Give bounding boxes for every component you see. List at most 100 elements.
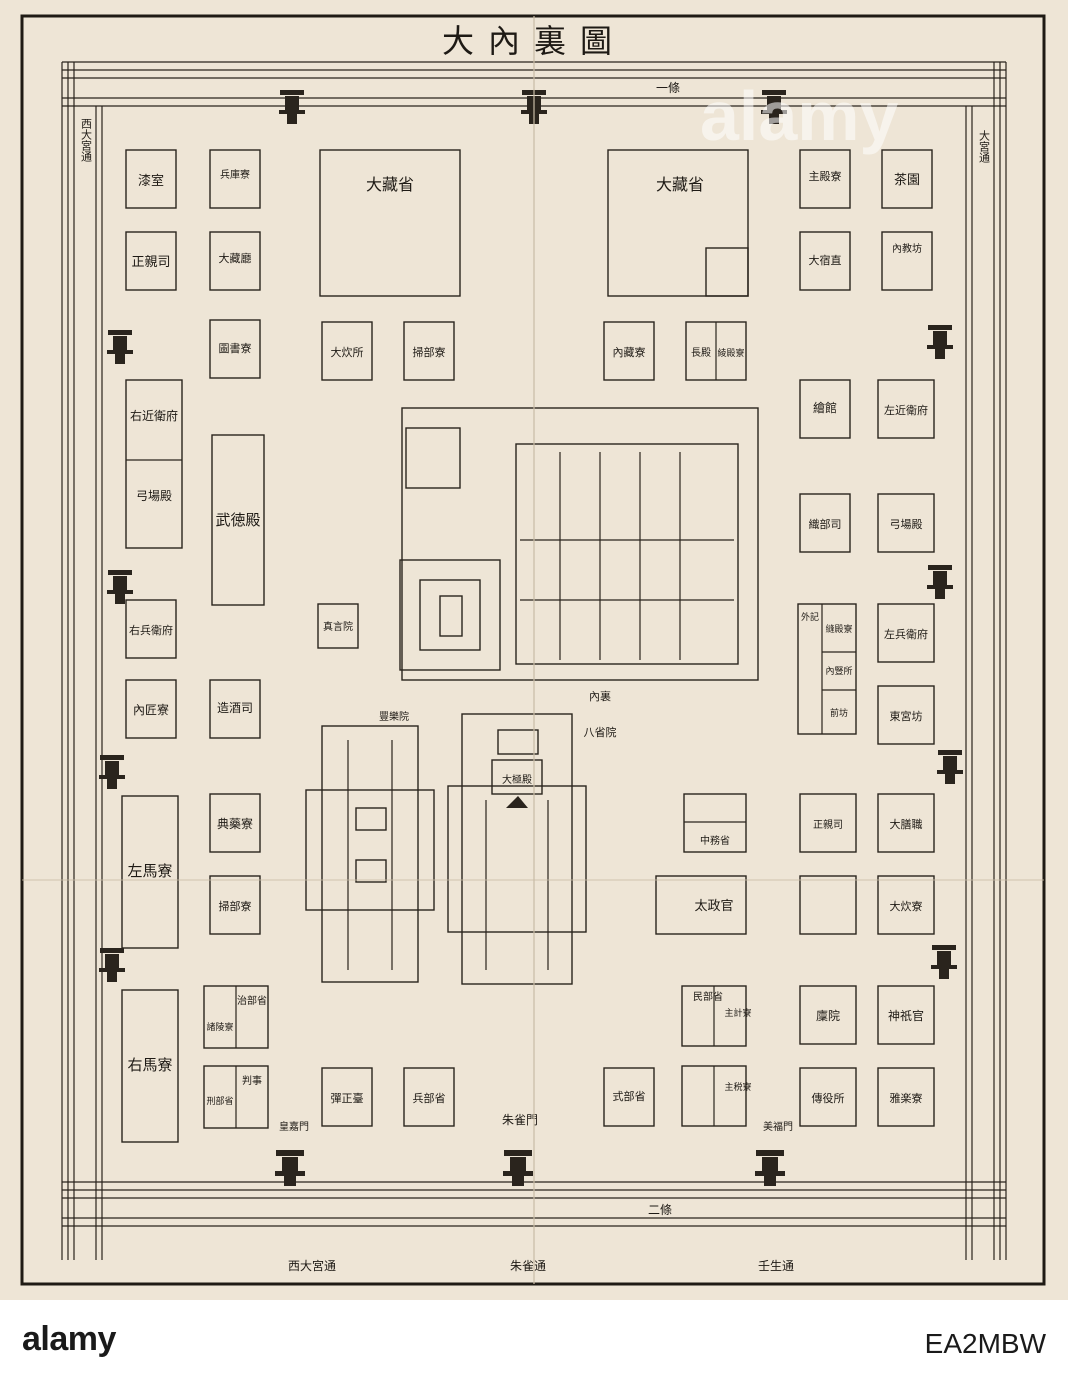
left-inner-column	[203, 149, 269, 1129]
east-central-blocks	[603, 793, 747, 1127]
inner-palace-label: 內裏	[589, 689, 611, 703]
block-label: 掃部寮	[219, 899, 252, 913]
gate-towers	[99, 90, 963, 1186]
gate-tower-icon	[927, 565, 953, 599]
block-label: 外記	[801, 611, 819, 623]
block-label: 造酒司	[217, 701, 253, 715]
block-label: 掃部寮	[413, 345, 446, 359]
gate-tower-icon	[107, 570, 133, 604]
north-blocks	[319, 149, 749, 381]
gate-label-koka: 皇嘉門	[279, 1120, 309, 1133]
block-label: 左近衛府	[884, 403, 928, 417]
bottom-street-center: 朱雀通	[510, 1259, 546, 1273]
gate-tower-icon	[503, 1150, 533, 1186]
block-label: 正親司	[813, 818, 843, 831]
gate-tower-icon	[931, 945, 957, 979]
block-label: 民部省	[693, 990, 723, 1003]
block-label: 主税寮	[724, 1081, 751, 1093]
block-label: 長殿	[691, 347, 711, 359]
watermark-text: alamy	[700, 77, 899, 155]
block-label: 傳役所	[812, 1091, 845, 1105]
block-label: 太政官	[694, 898, 733, 914]
block-label: 弓場殿	[890, 518, 923, 531]
block-label: 大藏省	[366, 175, 414, 194]
block-label: 廩院	[816, 1008, 840, 1023]
inner-palace	[399, 407, 759, 681]
block-label: 內教坊	[892, 242, 922, 255]
block-label: 治部省	[237, 994, 267, 1007]
block-label: 大宿直	[809, 253, 842, 267]
right-street-label: 大宮通	[978, 129, 991, 163]
block-label: 大膳職	[890, 817, 923, 831]
block-label: 主殿寮	[809, 169, 842, 183]
bottom-street-right: 壬生通	[758, 1259, 794, 1273]
block-label: 諸陵寮	[206, 1021, 233, 1033]
block-label: 大藏省	[656, 175, 704, 194]
block-label: 綾殿寮	[717, 347, 744, 359]
block-label: 東宮坊	[890, 709, 923, 723]
block-label: 右馬寮	[127, 1056, 172, 1074]
block-label: 典藥寮	[217, 816, 253, 831]
block-label: 漆室	[138, 173, 164, 189]
block-label: 縫殿寮	[825, 623, 852, 635]
gate-tower-icon	[755, 1150, 785, 1186]
gate-tower-icon	[107, 330, 133, 364]
gate-tower-icon	[927, 325, 953, 359]
block-label: 兵部省	[413, 1091, 446, 1105]
top-band-label: 一條	[656, 81, 680, 95]
block-label: 式部省	[613, 1089, 646, 1103]
block-label: 大極殿	[502, 773, 532, 786]
block-label: 茶園	[894, 172, 920, 188]
bottom-band-label: 二條	[648, 1203, 672, 1217]
hassho-in-compound	[447, 713, 587, 985]
left-road-lines	[61, 62, 103, 1260]
gate-tower-icon	[275, 1150, 305, 1186]
block-label: 主計寮	[724, 1007, 751, 1019]
block-label: 繪館	[813, 400, 837, 415]
block-label: 刑部省	[206, 1095, 233, 1107]
buraku-in-compound	[305, 725, 435, 983]
south-blocks	[321, 1067, 455, 1127]
right-inner-column	[797, 149, 857, 1127]
block-label: 前坊	[830, 707, 848, 719]
block-label: 真言院	[323, 620, 353, 633]
block-label: 八省院	[584, 725, 617, 739]
block-label: 判事	[242, 1074, 262, 1087]
block-label: 內匠寮	[133, 702, 169, 717]
block-label: 豐樂院	[379, 710, 409, 723]
bottom-street-left: 西大宮通	[288, 1258, 336, 1273]
gate-tower-icon	[937, 750, 963, 784]
block-label: 圖書寮	[219, 341, 252, 355]
left-street-label: 西大宮通	[80, 118, 93, 162]
block-label: 右兵衛府	[129, 623, 173, 637]
block-label: 中務省	[700, 834, 730, 847]
map-title: 大內裏圖	[442, 22, 626, 60]
block-label: 正親司	[131, 255, 170, 270]
block-label: 大炊所	[331, 345, 364, 359]
block-label: 內豎所	[825, 666, 852, 677]
gate-label-bifuku: 美福門	[763, 1120, 793, 1133]
block-label: 大藏廳	[219, 251, 252, 265]
shingon-in-block	[317, 603, 359, 649]
stock-footer: alamy EA2MBW	[0, 1300, 1068, 1390]
gate-tower-icon	[279, 90, 305, 124]
stock-image-id: EA2MBW	[924, 1328, 1046, 1359]
gate-tower-icon	[99, 948, 125, 982]
palace-plan: 大內裏圖 一條 二條 西大宮通 大宮通 西大宮通 朱雀通 壬生通	[20, 14, 1046, 1286]
watermark: alamy	[700, 77, 899, 155]
gate-label-suzaku: 朱雀門	[502, 1113, 538, 1127]
stock-logo: alamy	[22, 1320, 116, 1358]
block-label: 織部司	[809, 517, 842, 531]
right-road-lines	[965, 62, 1007, 1260]
block-label: 右近衛府	[130, 408, 178, 423]
gate-tower-icon	[99, 755, 125, 789]
block-label: 左馬寮	[127, 862, 172, 880]
block-label: 弓場殿	[136, 489, 172, 503]
block-label: 左兵衛府	[884, 627, 928, 641]
right-outer-column	[877, 149, 935, 1127]
block-label: 兵庫寮	[220, 168, 250, 181]
left-outer-column	[121, 149, 183, 1143]
block-label: 雅楽寮	[890, 1091, 923, 1105]
block-label: 彈正臺	[331, 1091, 364, 1105]
block-label: 神祇官	[888, 1008, 924, 1023]
